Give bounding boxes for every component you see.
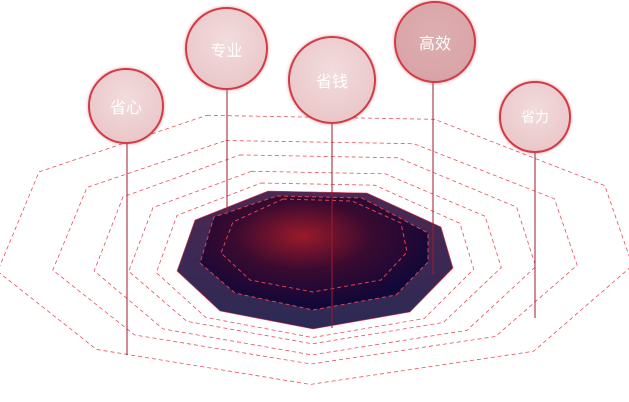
bubble-label: 高效 [418,34,451,53]
dashed-ring [155,182,475,338]
bubble-worry-free: 省心 [88,68,164,144]
bubble-save-effort: 省力 [499,81,571,153]
bubble-label: 省钱 [315,72,348,91]
connector-lines [126,82,536,355]
bubble-efficient: 高效 [394,1,476,83]
bubble-professional: 专业 [185,7,268,90]
bubble-label: 省心 [109,98,142,117]
bubble-label: 专业 [210,40,243,60]
dashed-ring [52,140,578,365]
platform-core [220,198,408,293]
bubble-save-money: 省钱 [288,36,376,124]
dashed-ring [128,170,502,345]
bubble-label: 省力 [521,110,549,126]
dashed-ring [93,154,537,356]
dashed-ring [0,114,629,385]
